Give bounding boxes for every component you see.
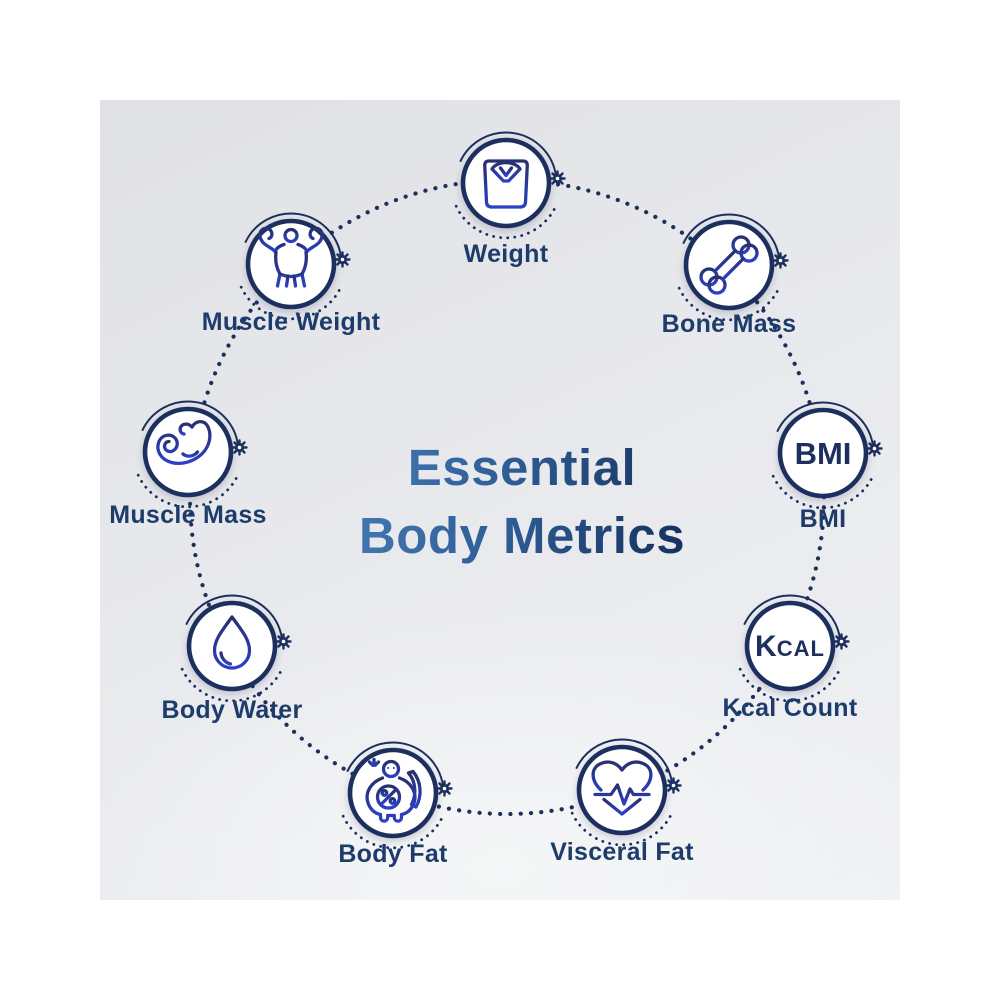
node-muscle-weight bbox=[239, 212, 351, 321]
node-label-weight: Weight bbox=[463, 240, 549, 268]
title-line1: Essential bbox=[407, 439, 637, 496]
gear-icon bbox=[772, 252, 789, 269]
gear-icon bbox=[231, 439, 248, 456]
node-label-muscle-weight: Muscle Weight bbox=[201, 308, 381, 336]
node-label-kcal-count: Kcal Count bbox=[722, 694, 858, 722]
bmi-text-icon: BMI bbox=[795, 436, 852, 471]
bone-icon bbox=[699, 235, 759, 295]
gear-icon bbox=[436, 780, 453, 797]
node-label-muscle-mass: Muscle Mass bbox=[109, 501, 267, 529]
gear-icon bbox=[833, 633, 850, 650]
gear-icon bbox=[275, 633, 292, 650]
bicep-icon bbox=[156, 419, 212, 465]
node-weight bbox=[454, 131, 566, 240]
water-drop-icon bbox=[212, 615, 252, 670]
node-kcal-count: KCAL bbox=[738, 594, 850, 703]
gear-icon bbox=[549, 170, 566, 187]
node-bmi: BMI bbox=[771, 401, 883, 510]
gear-icon bbox=[665, 777, 682, 794]
body-fat-icon bbox=[365, 757, 422, 823]
node-label-body-fat: Body Fat bbox=[338, 840, 448, 868]
bodybuilder-icon bbox=[258, 226, 324, 288]
scale-icon bbox=[483, 159, 529, 209]
background-panel bbox=[100, 100, 900, 900]
node-label-bmi: BMI bbox=[799, 505, 847, 533]
node-visceral-fat bbox=[570, 738, 682, 847]
gear-icon bbox=[334, 251, 351, 268]
node-bone-mass bbox=[677, 213, 789, 322]
node-body-fat bbox=[341, 741, 453, 850]
node-label-body-water: Body Water bbox=[161, 696, 303, 724]
node-label-visceral-fat: Visceral Fat bbox=[550, 838, 694, 866]
node-body-water bbox=[180, 594, 292, 703]
kcal-text-icon: KCAL bbox=[755, 630, 825, 663]
node-muscle-mass bbox=[136, 400, 248, 509]
title-line2: Body Metrics bbox=[358, 507, 686, 564]
heart-pulse-icon bbox=[591, 760, 653, 816]
page-title: Essential Body Metrics bbox=[359, 434, 685, 570]
gear-icon bbox=[866, 440, 883, 457]
node-label-bone-mass: Bone Mass bbox=[661, 310, 797, 338]
